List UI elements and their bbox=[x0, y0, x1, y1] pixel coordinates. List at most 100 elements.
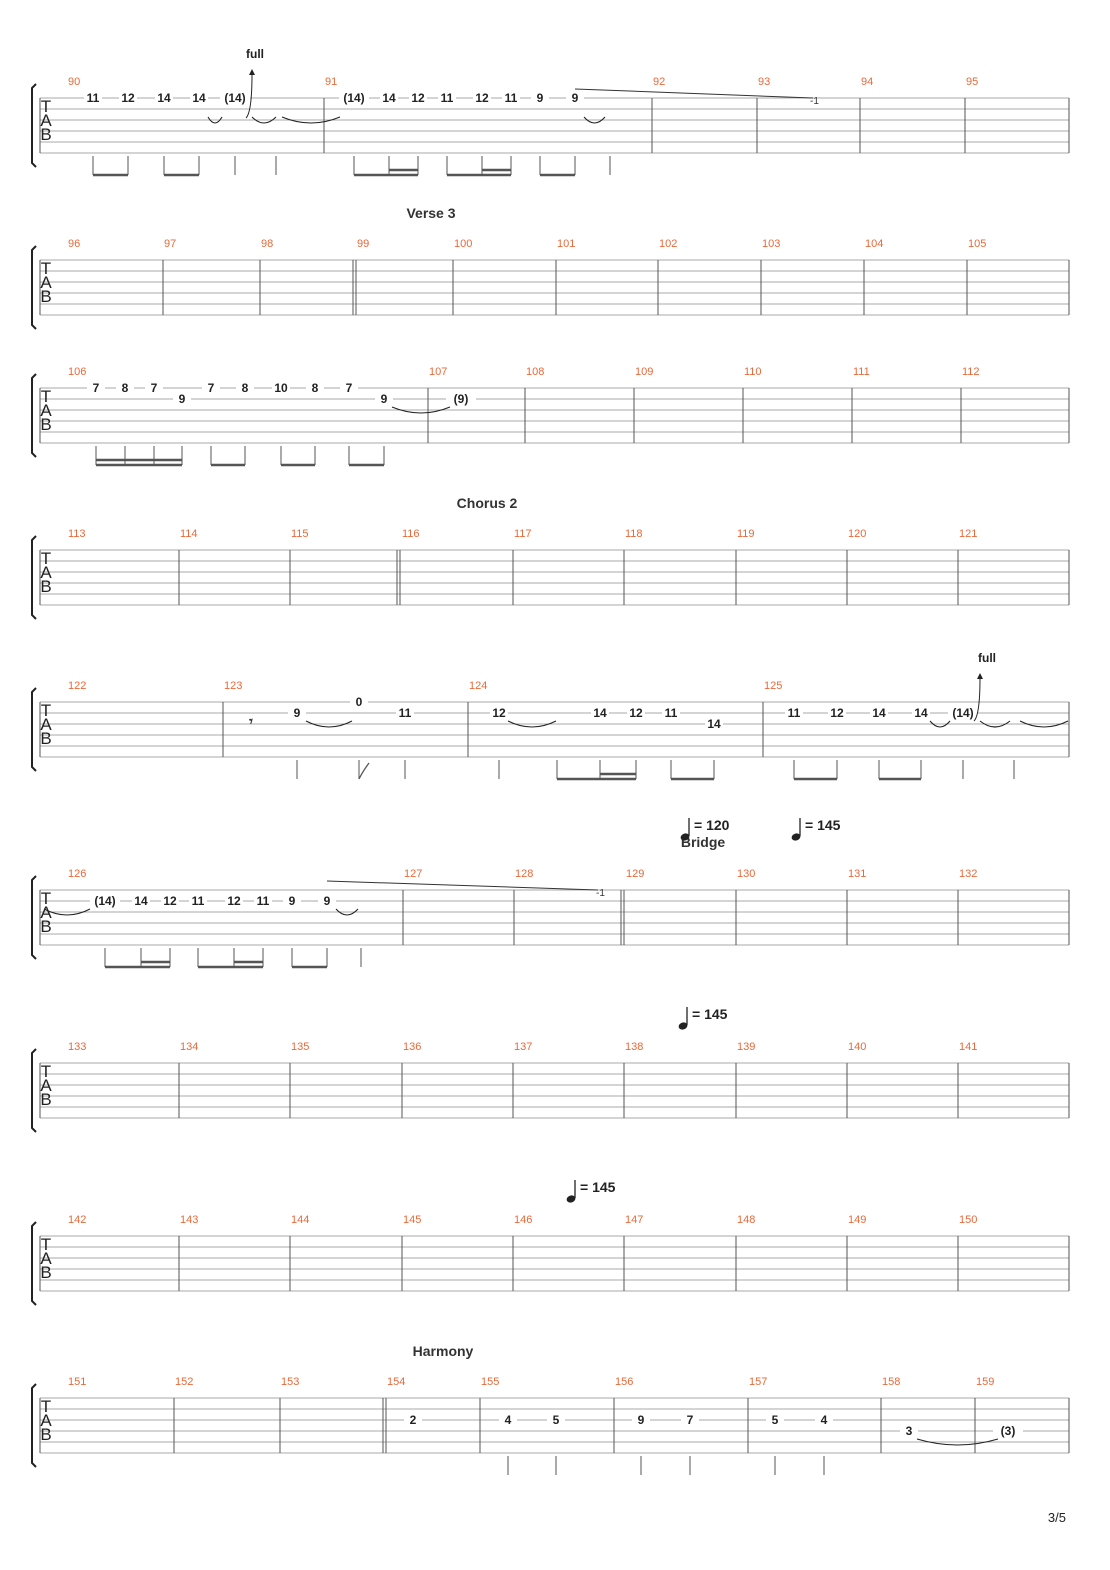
tab-clef-letter: T bbox=[41, 701, 51, 720]
measure-number: 136 bbox=[403, 1041, 421, 1053]
quarter-note-icon bbox=[678, 1007, 688, 1030]
measure-number: 118 bbox=[625, 528, 643, 540]
measure-number: 117 bbox=[514, 528, 532, 540]
fret-number: 9 bbox=[294, 706, 301, 720]
tab-clef-letter: A bbox=[40, 401, 52, 420]
fret-bg bbox=[632, 1414, 650, 1426]
measure-number: 129 bbox=[626, 868, 644, 880]
measure-number: 141 bbox=[959, 1041, 977, 1053]
fret-number: 11 bbox=[87, 91, 100, 105]
measure-number: 138 bbox=[625, 1041, 643, 1053]
fret-bg bbox=[340, 382, 358, 394]
fret-number: 8 bbox=[242, 381, 249, 395]
tab-clef-letter: T bbox=[41, 549, 51, 568]
measure-number: 100 bbox=[454, 238, 472, 250]
fret-number: 5 bbox=[553, 1413, 560, 1427]
section-title: Verse 3 bbox=[406, 205, 455, 221]
release-label: -1 bbox=[596, 888, 605, 899]
system-bracket bbox=[31, 83, 37, 168]
measure-number: 107 bbox=[429, 366, 447, 378]
measure-number: 153 bbox=[281, 1376, 299, 1388]
measure-number: 145 bbox=[403, 1214, 421, 1226]
fret-number: 11 bbox=[192, 894, 205, 908]
tie-arc bbox=[43, 908, 91, 916]
measure-number: 92 bbox=[653, 76, 665, 88]
measure-number: 115 bbox=[291, 528, 309, 540]
fret-bg bbox=[283, 895, 301, 907]
measure-number: 122 bbox=[68, 680, 86, 692]
fret-bg bbox=[566, 92, 584, 104]
tab-clef-letter: B bbox=[40, 1263, 51, 1282]
quarter-note-icon bbox=[566, 1180, 576, 1203]
measure-number: 116 bbox=[402, 528, 420, 540]
tab-clef-letter: A bbox=[40, 273, 52, 292]
measure-number: 125 bbox=[764, 680, 782, 692]
fret-number: 12 bbox=[492, 706, 506, 720]
fret-number: 4 bbox=[505, 1413, 512, 1427]
measure-number: 101 bbox=[557, 238, 575, 250]
measure-number: 134 bbox=[180, 1041, 198, 1053]
fret-number: 12 bbox=[629, 706, 643, 720]
fret-bg bbox=[225, 895, 243, 907]
fret-number: 11 bbox=[505, 91, 518, 105]
fret-number: 0 bbox=[356, 695, 363, 709]
fret-bg bbox=[499, 1414, 517, 1426]
fret-bg bbox=[396, 707, 414, 719]
measure-number: 154 bbox=[387, 1376, 405, 1388]
measure-number: 97 bbox=[164, 238, 176, 250]
measure-number: 152 bbox=[175, 1376, 193, 1388]
fret-bg bbox=[531, 92, 549, 104]
fret-number: 12 bbox=[475, 91, 489, 105]
measure-number: 143 bbox=[180, 1214, 198, 1226]
tab-clef-letter: A bbox=[40, 715, 52, 734]
fret-number: 3 bbox=[906, 1424, 913, 1438]
tab-clef-letter: T bbox=[41, 259, 51, 278]
section-title: Bridge bbox=[681, 834, 726, 850]
note-head bbox=[791, 833, 801, 841]
measure-number: 98 bbox=[261, 238, 273, 250]
measure-number: 155 bbox=[481, 1376, 499, 1388]
measure-number: 110 bbox=[744, 366, 762, 378]
release-label: -1 bbox=[810, 96, 819, 107]
tab-clef-letter: A bbox=[40, 111, 52, 130]
fret-number: 9 bbox=[572, 91, 579, 105]
fret-number: 12 bbox=[163, 894, 177, 908]
bend-arrow-icon bbox=[249, 69, 255, 75]
fret-bg bbox=[318, 895, 336, 907]
tie-arc bbox=[305, 720, 353, 728]
tab-clef-letter: T bbox=[41, 1062, 51, 1081]
fret-number: 8 bbox=[122, 381, 129, 395]
fret-number: 11 bbox=[399, 706, 412, 720]
system-bracket bbox=[31, 535, 37, 620]
fret-bg bbox=[161, 895, 179, 907]
fret-bg bbox=[236, 382, 254, 394]
fret-bg bbox=[202, 382, 220, 394]
note-head bbox=[678, 1022, 688, 1030]
page-number: 3/5 bbox=[1048, 1510, 1066, 1525]
tab-clef-letter: A bbox=[40, 1249, 52, 1268]
fret-bg bbox=[409, 92, 427, 104]
tab-clef-letter: B bbox=[40, 1090, 51, 1109]
tab-clef-letter: B bbox=[40, 415, 51, 434]
measure-number: 140 bbox=[848, 1041, 866, 1053]
fret-bg bbox=[404, 1414, 422, 1426]
measure-number: 108 bbox=[526, 366, 544, 378]
note-head bbox=[566, 1195, 576, 1203]
fret-bg bbox=[254, 895, 272, 907]
fret-bg bbox=[681, 1414, 699, 1426]
measure-number: 111 bbox=[853, 366, 870, 378]
measure-number: 95 bbox=[966, 76, 978, 88]
fret-bg bbox=[288, 707, 306, 719]
measure-number: 132 bbox=[959, 868, 977, 880]
fret-bg bbox=[627, 707, 645, 719]
fret-bg bbox=[900, 1425, 918, 1437]
tab-clef-letter: A bbox=[40, 1411, 52, 1430]
measure-number: 148 bbox=[737, 1214, 755, 1226]
fret-bg bbox=[116, 382, 134, 394]
fret-number: 7 bbox=[346, 381, 353, 395]
quarter-note-icon bbox=[680, 818, 690, 841]
fret-bg bbox=[815, 1414, 833, 1426]
bend-label: full bbox=[978, 651, 996, 665]
